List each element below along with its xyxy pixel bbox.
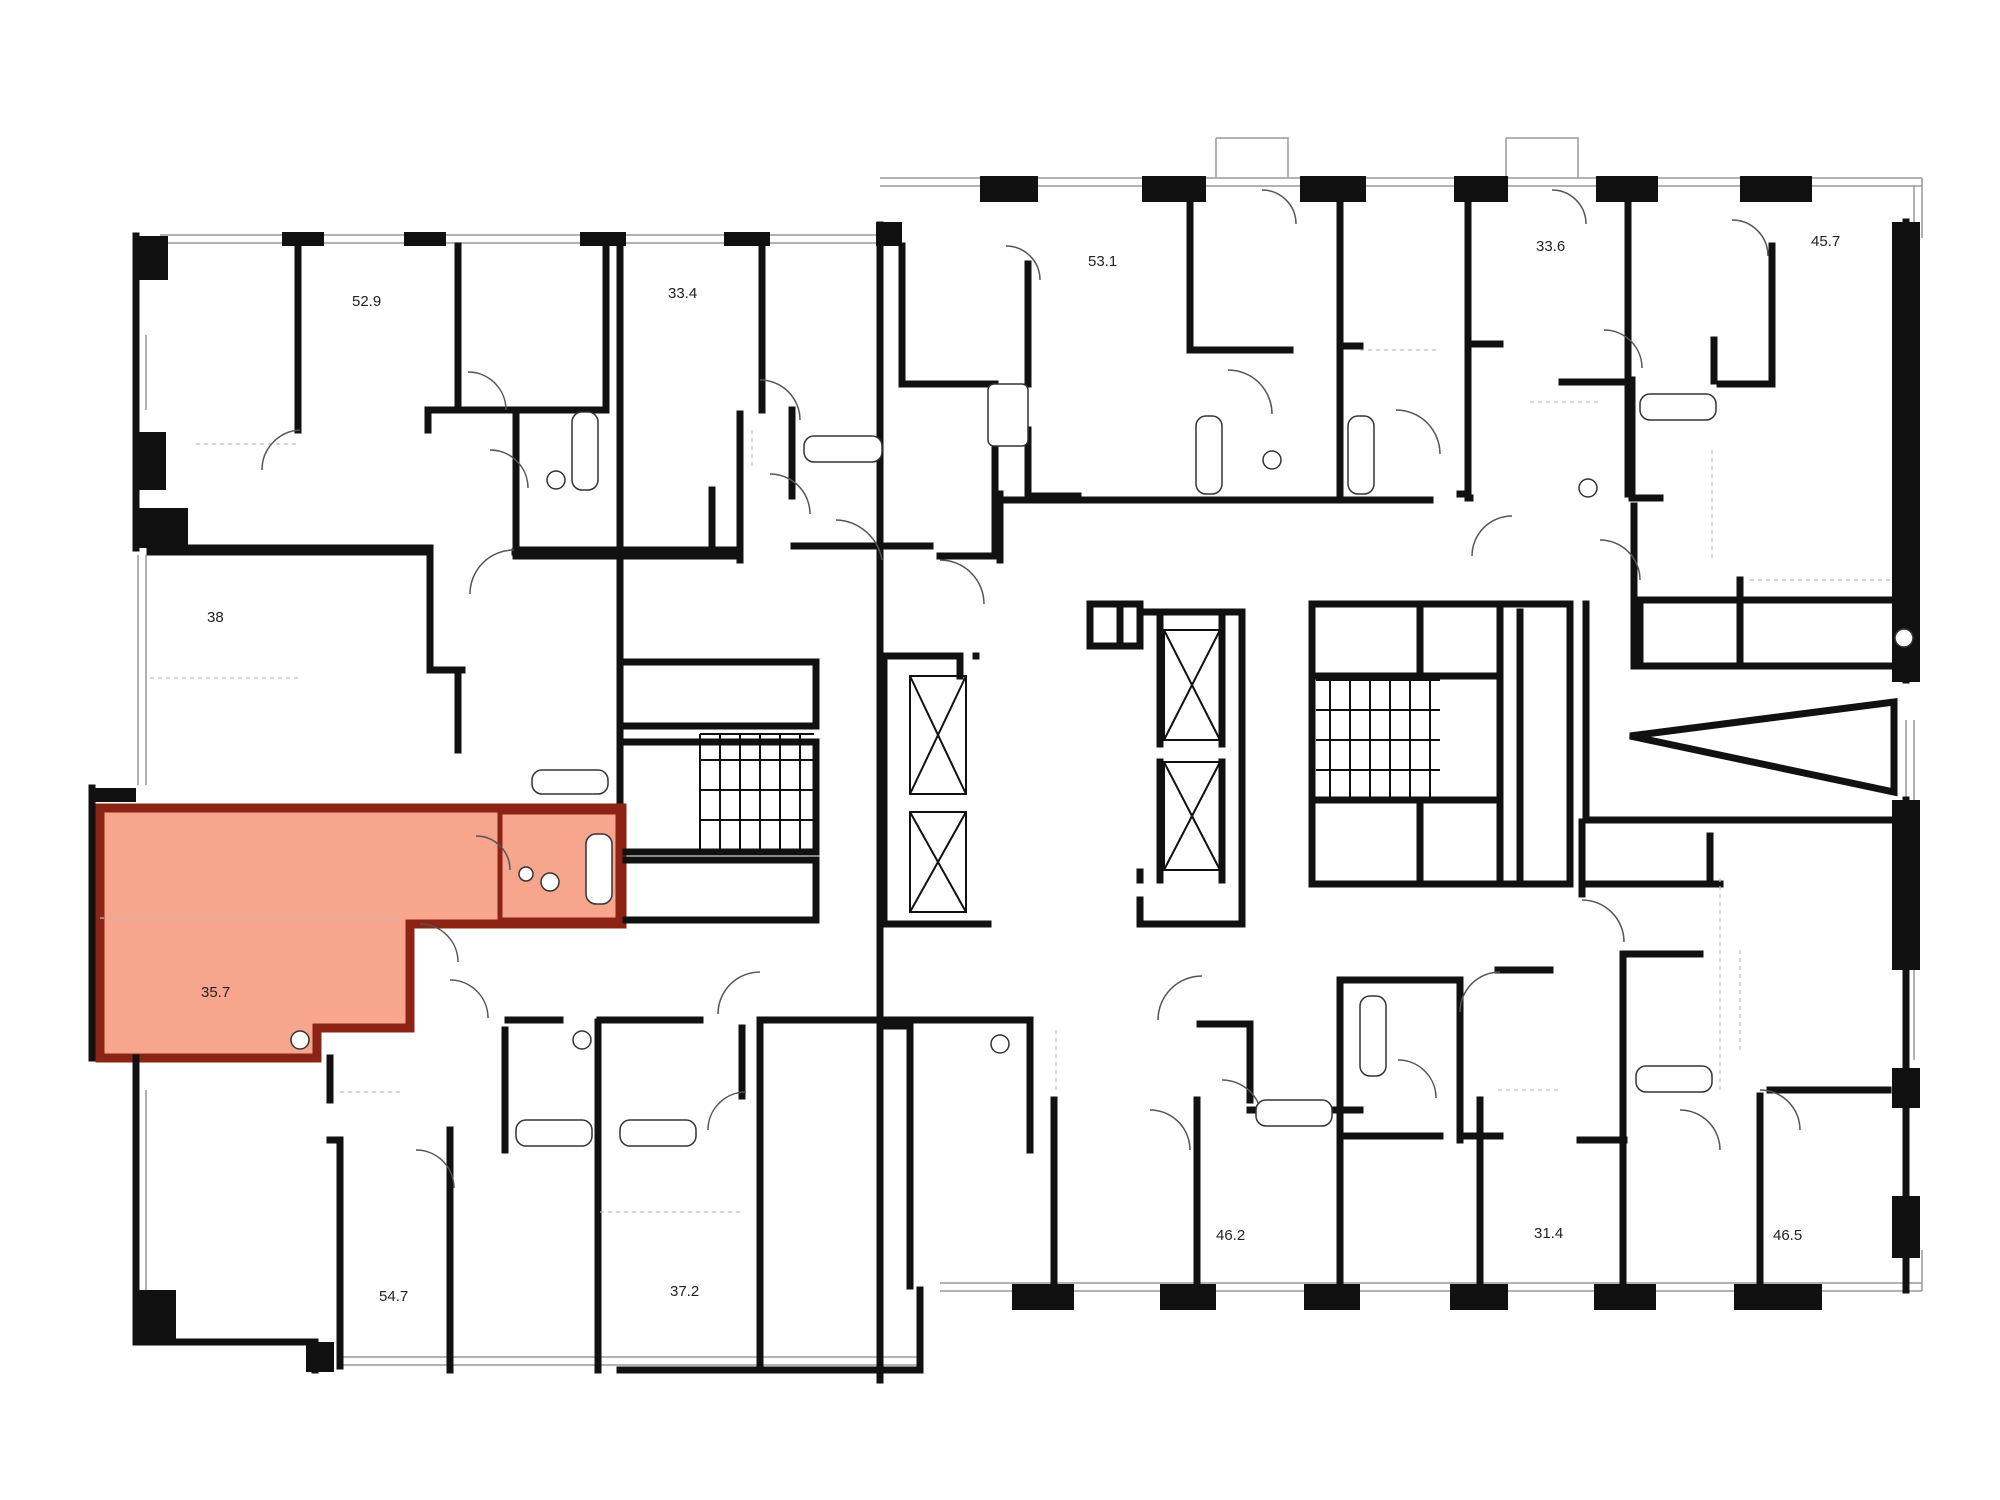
apartment-area-label[interactable]: 38 bbox=[207, 609, 224, 626]
fixtures bbox=[290, 383, 1914, 1147]
apartment-area-label[interactable]: 53.1 bbox=[1088, 253, 1117, 270]
stairs-left bbox=[699, 733, 814, 851]
area-labels: 52.9 33.4 53.1 33.6 45.7 38 35.7 54.7 37… bbox=[201, 233, 1840, 1305]
apartment-area-label[interactable]: 37.2 bbox=[670, 1283, 699, 1300]
walls bbox=[88, 176, 1920, 1384]
apartment-area-label[interactable]: 46.2 bbox=[1216, 1227, 1245, 1244]
apartment-area-label[interactable]: 46.5 bbox=[1773, 1227, 1802, 1244]
zone-lines bbox=[150, 349, 1890, 1213]
apartment-area-label[interactable]: 52.9 bbox=[352, 293, 381, 310]
apartment-area-label[interactable]: 35.7 bbox=[201, 984, 230, 1001]
apartment-35-7-highlight[interactable] bbox=[95, 803, 627, 1063]
apartment-area-label[interactable]: 45.7 bbox=[1811, 233, 1840, 250]
stairs-right bbox=[1316, 679, 1440, 801]
apartment-area-label[interactable]: 54.7 bbox=[379, 1288, 408, 1305]
apartment-area-label[interactable]: 31.4 bbox=[1534, 1225, 1563, 1242]
apartment-area-label[interactable]: 33.4 bbox=[668, 285, 697, 302]
apartment-area-label[interactable]: 33.6 bbox=[1536, 238, 1565, 255]
windows bbox=[91, 137, 1923, 1366]
